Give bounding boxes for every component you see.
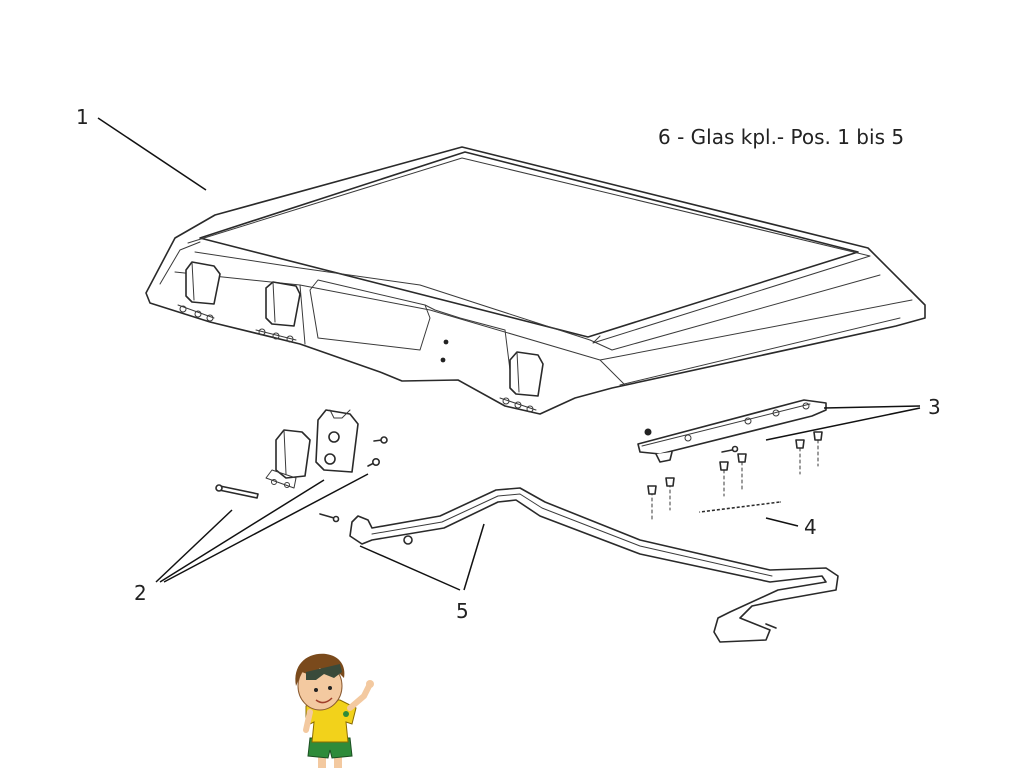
callout-3: 3 bbox=[928, 395, 941, 419]
part-5-stay-arm bbox=[319, 487, 839, 643]
rail-screws bbox=[647, 431, 823, 521]
callout-5: 5 bbox=[456, 599, 469, 623]
part-1-glass-lid bbox=[145, 146, 926, 415]
hinge-middle bbox=[255, 281, 301, 343]
part-3-bracket-rail bbox=[637, 399, 827, 521]
assembly-note: 6 - Glas kpl.- Pos. 1 bis 5 bbox=[658, 125, 904, 149]
part-4-spring bbox=[699, 501, 781, 513]
callout-1: 1 bbox=[76, 105, 89, 129]
hinge-left bbox=[177, 261, 221, 322]
hinge-pin bbox=[215, 484, 259, 499]
leader-lines bbox=[97, 117, 921, 591]
callout-2: 2 bbox=[134, 581, 147, 605]
hinge-screws bbox=[367, 436, 388, 467]
part-2-hinge-set bbox=[215, 409, 388, 499]
callout-4: 4 bbox=[804, 515, 817, 539]
hinge-right bbox=[499, 351, 544, 413]
boy-mascot-image bbox=[295, 653, 374, 768]
